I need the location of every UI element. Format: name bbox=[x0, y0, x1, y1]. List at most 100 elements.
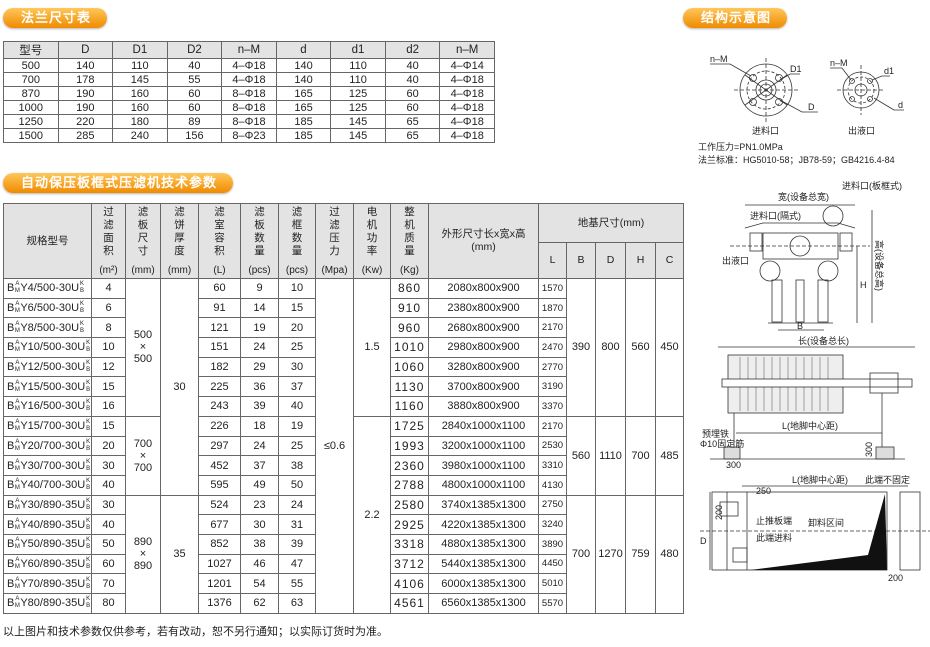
flange-cell: 4–Φ18 bbox=[439, 72, 495, 87]
dimensions-cell: 3980x1000x1100 bbox=[428, 455, 539, 476]
model-cell: BAMY15/500-30UKB bbox=[3, 376, 92, 398]
volume-cell: 91 bbox=[198, 297, 241, 319]
foundation-H-cell: 759 bbox=[625, 494, 656, 614]
pressure-cell: ≤0.6 bbox=[315, 278, 354, 614]
flange-cell: 185 bbox=[275, 128, 332, 143]
svg-text:宽(设备总宽): 宽(设备总宽) bbox=[778, 191, 829, 202]
svg-text:进料口(隔式): 进料口(隔式) bbox=[750, 210, 801, 221]
plates-cell: 36 bbox=[240, 376, 279, 398]
plates-cell: 37 bbox=[240, 455, 279, 476]
diagram-section-title: 结构示意图 bbox=[683, 8, 788, 28]
foundation-col-C: C bbox=[655, 242, 684, 279]
flange-cell: 110 bbox=[112, 58, 168, 73]
model-prefix: B bbox=[7, 538, 15, 551]
model-cell: BAMY20/700-30UKB bbox=[3, 435, 92, 457]
plates-cell: 29 bbox=[240, 356, 279, 378]
model-prefix: B bbox=[7, 302, 15, 315]
weight-cell: 2788 bbox=[390, 474, 429, 496]
model-suffix: KB bbox=[86, 340, 91, 354]
svg-text:300: 300 bbox=[726, 460, 741, 470]
foundation-L-cell: 1570 bbox=[538, 278, 567, 299]
dimensions-cell: 2980x800x900 bbox=[428, 337, 539, 358]
plates-cell: 14 bbox=[240, 297, 279, 319]
plates-cell: 9 bbox=[240, 278, 279, 299]
dimensions-cell: 6560x1385x1300 bbox=[428, 593, 539, 614]
header-pressure: 过滤压力(Mpa) bbox=[315, 203, 354, 279]
plates-cell: 23 bbox=[240, 494, 279, 516]
model-name: Y10/500-30U bbox=[20, 341, 86, 354]
area-cell: 50 bbox=[91, 533, 126, 555]
model-cell: BAMY40/700-30UKB bbox=[3, 474, 92, 496]
dimensions-cell: 3200x1000x1100 bbox=[428, 435, 539, 457]
dimensions-cell: 4800x1000x1100 bbox=[428, 474, 539, 496]
model-name: Y50/890-35U bbox=[20, 538, 86, 551]
weight-cell: 3318 bbox=[390, 533, 429, 555]
model-sup: AM bbox=[14, 596, 20, 610]
dimensions-cell: 4220x1385x1300 bbox=[428, 514, 539, 535]
flange-cell: 65 bbox=[384, 114, 441, 129]
weight-cell: 910 bbox=[390, 297, 429, 319]
svg-text:高(设备总高): 高(设备总高) bbox=[874, 240, 885, 291]
model-sup: AM bbox=[14, 576, 20, 590]
model-sup: AM bbox=[14, 301, 20, 315]
svg-text:200: 200 bbox=[888, 573, 903, 583]
model-sup: AM bbox=[14, 399, 20, 413]
model-sup: AM bbox=[14, 281, 20, 295]
model-prefix: B bbox=[7, 400, 15, 413]
model-suffix: KB bbox=[86, 497, 91, 511]
area-cell: 12 bbox=[91, 356, 126, 378]
plate-size-line2: 500 bbox=[133, 353, 153, 366]
volume-cell: 225 bbox=[198, 376, 241, 398]
frames-cell: 10 bbox=[278, 278, 316, 299]
header-plate-count: 滤板数量(pcs) bbox=[240, 203, 279, 279]
frames-cell: 38 bbox=[278, 455, 316, 476]
model-sup: AM bbox=[14, 458, 20, 472]
model-name: Y70/890-35U bbox=[20, 577, 86, 590]
frames-cell: 50 bbox=[278, 474, 316, 496]
flange-cell: 190 bbox=[57, 86, 114, 101]
foundation-B-cell: 390 bbox=[566, 278, 596, 417]
flange-cell: 140 bbox=[275, 72, 332, 87]
weight-cell: 1725 bbox=[390, 415, 429, 437]
frames-cell: 25 bbox=[278, 435, 316, 457]
plates-cell: 54 bbox=[240, 573, 279, 594]
dimensions-cell: 5440x1385x1300 bbox=[428, 553, 539, 575]
flange-cell: 60 bbox=[166, 86, 223, 101]
plate-size-line2: 700 bbox=[133, 461, 153, 474]
foundation-H-cell: 560 bbox=[625, 278, 656, 417]
area-cell: 40 bbox=[91, 474, 126, 496]
svg-text:H: H bbox=[860, 280, 867, 290]
area-cell: 60 bbox=[91, 553, 126, 575]
weight-cell: 1130 bbox=[390, 376, 429, 398]
svg-text:D1: D1 bbox=[790, 64, 802, 74]
model-prefix: B bbox=[7, 479, 15, 492]
model-cell: BAMY80/890-35UKB bbox=[3, 593, 92, 614]
flange-header-cell: n–M bbox=[439, 41, 495, 59]
foundation-L-cell: 3310 bbox=[538, 455, 567, 476]
header-dimensions: 外形尺寸长x宽x高(mm) bbox=[428, 203, 539, 279]
plate-size-line1: 890 bbox=[133, 536, 153, 549]
model-cell: BAMY16/500-30UKB bbox=[3, 396, 92, 417]
foundation-D-cell: 800 bbox=[595, 278, 626, 417]
plates-cell: 46 bbox=[240, 553, 279, 575]
flange-cell: 145 bbox=[330, 128, 386, 143]
foundation-L-cell: 5570 bbox=[538, 593, 567, 614]
foundation-L-cell: 2530 bbox=[538, 435, 567, 457]
model-prefix: B bbox=[7, 282, 15, 295]
flange-cell: 700 bbox=[3, 72, 59, 87]
end-view-diagram: 宽(设备总宽) 进料口(板框式) 进料口(隔式) 出液口 H 高(设备总高) B bbox=[722, 180, 902, 331]
dimensions-cell: 4880x1385x1300 bbox=[428, 533, 539, 555]
frames-cell: 31 bbox=[278, 514, 316, 535]
plate-size-x: × bbox=[139, 548, 147, 561]
plate-size-x: × bbox=[139, 341, 147, 354]
volume-cell: 524 bbox=[198, 494, 241, 516]
flange-cell: 145 bbox=[112, 72, 168, 87]
foundation-C-cell: 480 bbox=[655, 494, 684, 614]
model-prefix: B bbox=[7, 577, 15, 590]
flange-cell: 60 bbox=[166, 100, 223, 115]
model-sup: AM bbox=[14, 320, 20, 334]
